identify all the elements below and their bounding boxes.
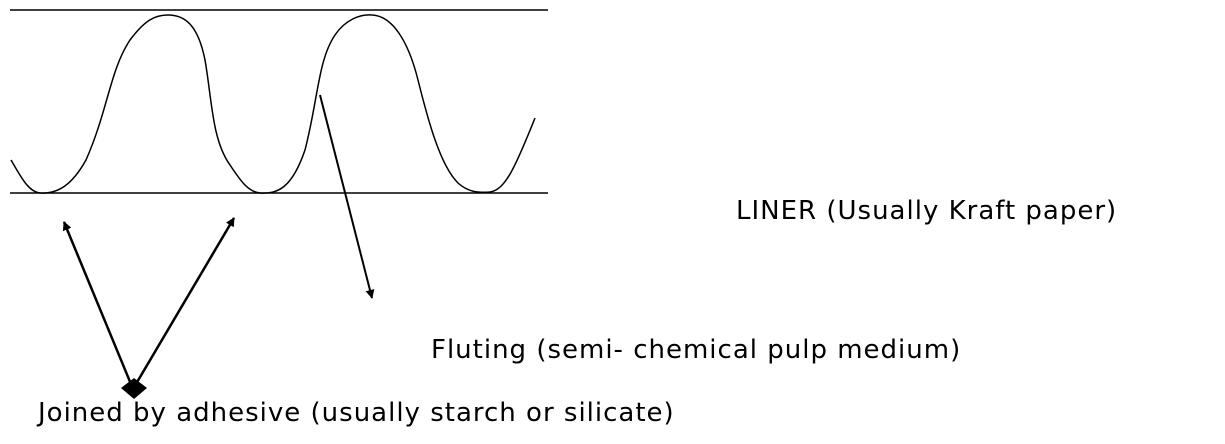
liner-label: LINER (Usually Kraft paper) [736, 196, 1118, 226]
fluting-wave [10, 14, 536, 194]
fluting-arrow [319, 94, 375, 299]
adhesive-arrow-left [62, 221, 135, 390]
adhesive-arrow-right [131, 217, 236, 390]
fluting-label: Fluting (semi- chemical pulp medium) [431, 335, 962, 365]
adhesive-arrow-vertex [121, 378, 147, 399]
adhesive-label: Joined by adhesive (usually starch or si… [38, 398, 675, 428]
